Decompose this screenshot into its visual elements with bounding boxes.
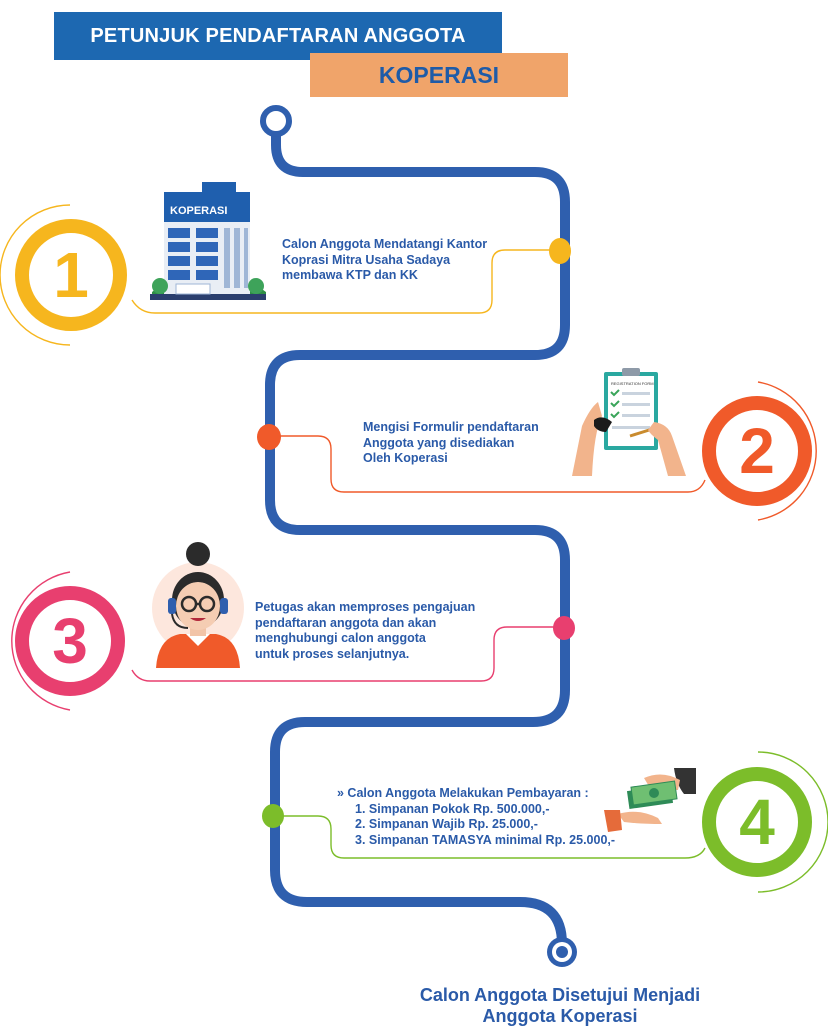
- step4-number: 4: [739, 786, 775, 858]
- step3-connector: [131, 626, 563, 682]
- step3-number: 3: [52, 605, 88, 677]
- step3-line: menghubungi calon anggota: [255, 631, 426, 645]
- step3-dot: [553, 616, 575, 640]
- registration-form-icon: REGISTRATION FORM: [572, 368, 686, 476]
- step3-line: untuk proses selanjutnya.: [255, 646, 410, 661]
- step4-heading: » Calon Anggota Melakukan Pembayaran :: [337, 786, 589, 800]
- step1-connector: [131, 249, 560, 314]
- step2-line: Mengisi Formulir pendaftaran: [363, 420, 539, 434]
- step4-connector: [273, 815, 706, 859]
- step2-line: Oleh Koperasi: [363, 451, 448, 465]
- step4-item: 1. Simpanan Pokok Rp. 500.000,-: [355, 801, 550, 816]
- step2-dot: [257, 424, 281, 450]
- step3-line: pendaftaran anggota dan akan: [255, 615, 437, 630]
- step1-line: Calon Anggota Mendatangi Kantor: [282, 237, 488, 251]
- step1-text: Calon Anggota Mendatangi Kantor Koprasi …: [282, 237, 487, 284]
- step2-badge: [702, 396, 812, 506]
- step1-dot: [549, 238, 571, 264]
- final-line-2: Anggota Koperasi: [482, 1006, 638, 1026]
- final-outcome: Calon Anggota Disetujui Menjadi Anggota …: [380, 985, 740, 1027]
- step3-line: Petugas akan memproses pengajuan: [255, 600, 476, 614]
- road-start-marker: [260, 105, 292, 137]
- step2-text: Mengisi Formulir pendaftaran Anggota yan…: [363, 420, 539, 467]
- step2-connector: [270, 435, 706, 493]
- step1-line: Koprasi Mitra Usaha Sadaya: [282, 252, 451, 267]
- step4-badge: [702, 767, 812, 877]
- step2-number: 2: [739, 415, 775, 487]
- step1-badge: [15, 219, 127, 331]
- office-building-icon: KOPERASI: [150, 182, 266, 300]
- step3-text: Petugas akan memproses pengajuan pendaft…: [255, 600, 475, 662]
- form-title: REGISTRATION FORM: [611, 381, 654, 386]
- step2-line: Anggota yang disediakan: [363, 435, 515, 450]
- office-sign-text: KOPERASI: [170, 205, 227, 217]
- final-line-1: Calon Anggota Disetujui Menjadi: [419, 985, 701, 1005]
- step4-item: 3. Simpanan TAMASYA minimal Rp. 25.000,-: [355, 832, 616, 847]
- step4-dot: [262, 804, 284, 828]
- customer-service-agent-icon: [152, 542, 244, 668]
- step3-badge: [15, 586, 125, 696]
- step4-text: » Calon Anggota Melakukan Pembayaran : 1…: [337, 786, 615, 848]
- road-path: [265, 131, 570, 955]
- money-payment-icon: [604, 768, 696, 832]
- step4-item: 2. Simpanan Wajib Rp. 25.000,-: [355, 817, 538, 831]
- page-title: PETUNJUK PENDAFTARAN ANGGOTA: [54, 12, 502, 60]
- page-subtitle: KOPERASI: [310, 53, 568, 97]
- step1-line: membawa KTP dan KK: [282, 268, 418, 282]
- step1-number: 1: [53, 239, 89, 311]
